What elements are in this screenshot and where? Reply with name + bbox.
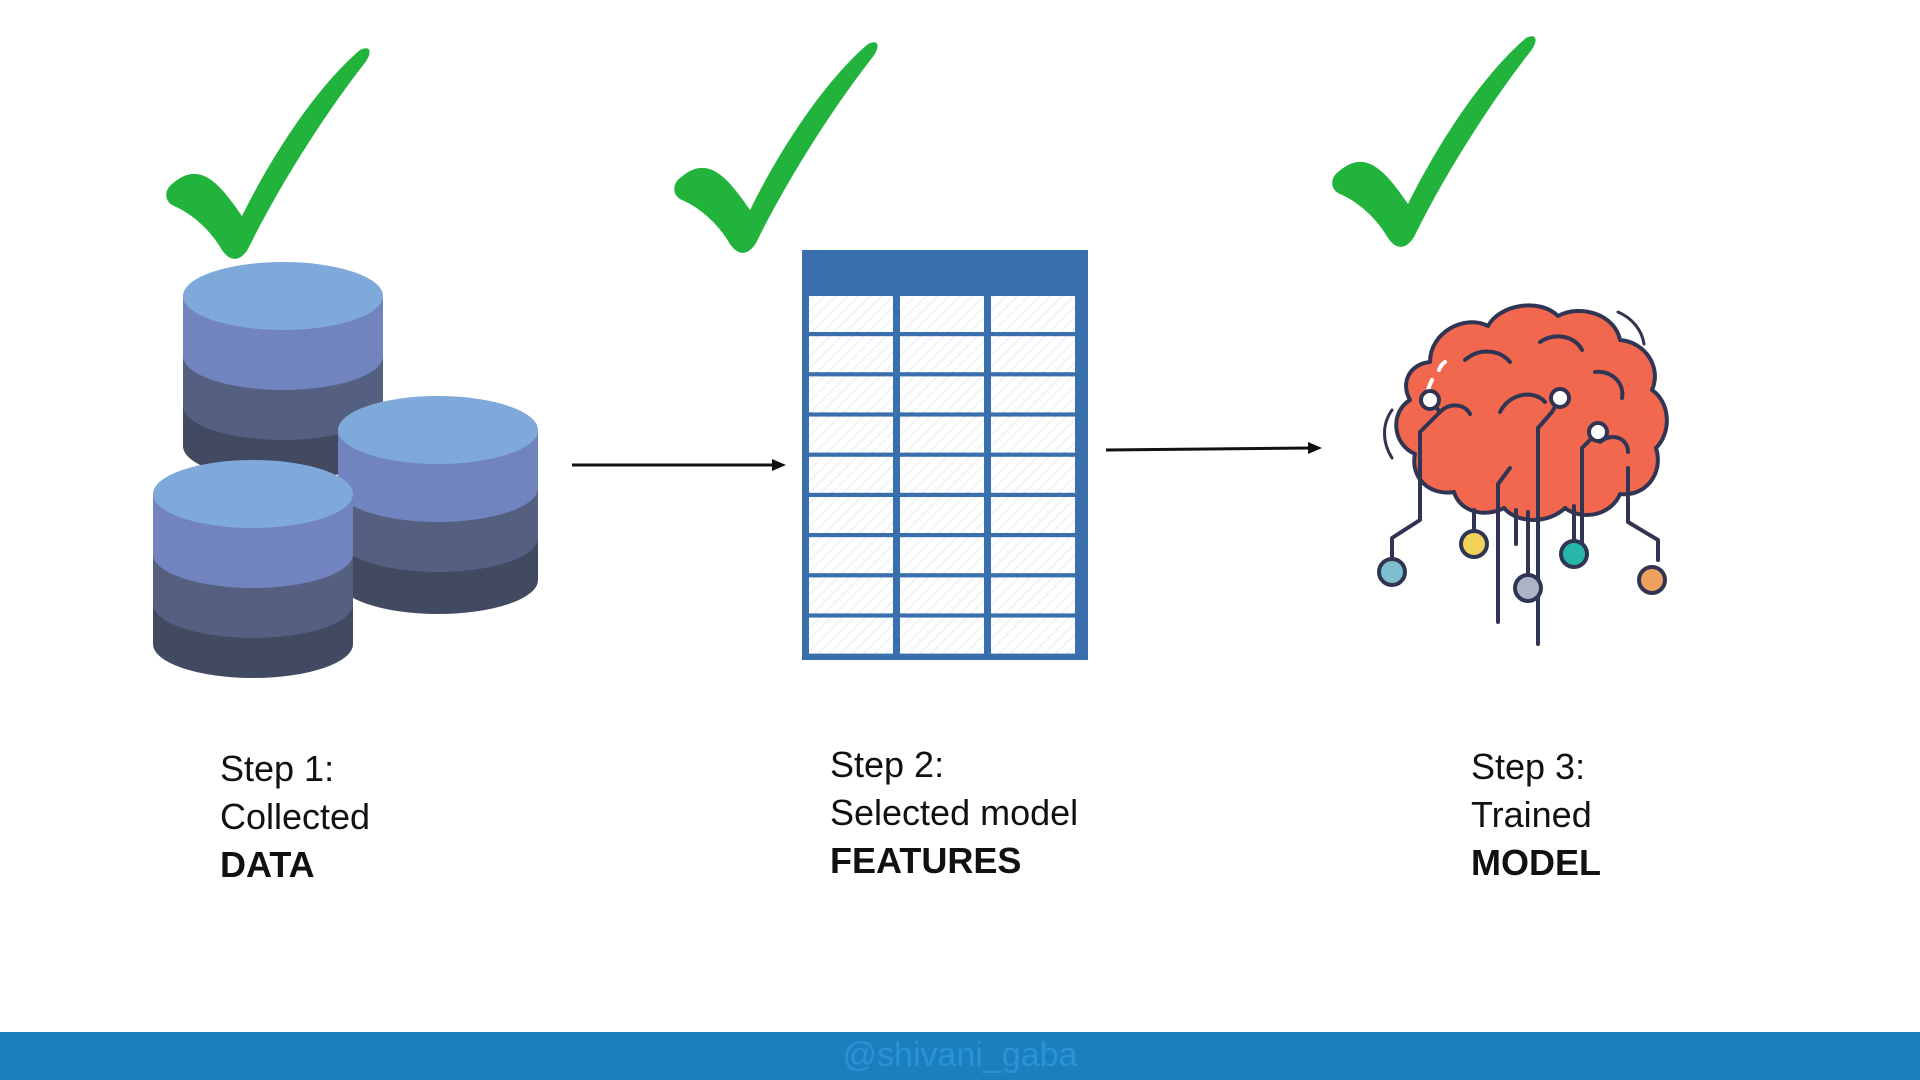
- table-cell: [809, 456, 893, 493]
- table-cell: [991, 456, 1075, 493]
- arrow-icon-1: [570, 455, 786, 475]
- step1-title: DATA: [220, 844, 315, 885]
- step3-caption: Step 3: Trained MODEL: [1471, 743, 1601, 887]
- check-icon-step1: [160, 44, 370, 264]
- step2-number: Step 2:: [830, 744, 945, 785]
- table-cell: [900, 296, 984, 332]
- table-cell: [809, 497, 893, 533]
- arrow-icon-2: [1104, 437, 1322, 459]
- table-cell: [991, 416, 1075, 453]
- table-cell: [900, 577, 984, 614]
- step2-description: Selected model: [830, 792, 1079, 833]
- table-cell: [991, 537, 1075, 574]
- table-cell: [991, 497, 1075, 533]
- check-icon-step2: [668, 38, 878, 258]
- check-icon-step3: [1326, 32, 1536, 252]
- table-cell: [991, 336, 1075, 373]
- table-cell: [900, 336, 984, 373]
- table-cell: [809, 336, 893, 373]
- table-cell: [900, 376, 984, 413]
- step3-description: Trained: [1471, 794, 1592, 835]
- table-cell: [809, 296, 893, 332]
- database-icon: [150, 262, 550, 692]
- table-cell: [991, 296, 1075, 332]
- step1-number: Step 1:: [220, 748, 335, 789]
- step2-title: FEATURES: [830, 840, 1022, 881]
- table-cell: [900, 537, 984, 574]
- table-cell: [900, 497, 984, 533]
- table-cell: [809, 376, 893, 413]
- table-cell: [809, 617, 893, 654]
- step3-title: MODEL: [1471, 842, 1601, 883]
- table-cell: [809, 577, 893, 614]
- footer-bar: @shivani_gaba: [0, 1032, 1920, 1080]
- step1-caption: Step 1: Collected DATA: [220, 745, 370, 889]
- brain-icon: [1370, 292, 1680, 646]
- table-cell: [991, 376, 1075, 413]
- author-handle: @shivani_gaba: [842, 1036, 1078, 1074]
- table-cell: [809, 537, 893, 574]
- step2-caption: Step 2: Selected model FEATURES: [830, 741, 1078, 885]
- table-cell: [991, 577, 1075, 614]
- table-cell: [900, 416, 984, 453]
- table-cell: [809, 416, 893, 453]
- table-cell: [991, 617, 1075, 654]
- step1-description: Collected: [220, 796, 371, 837]
- step3-number: Step 3:: [1471, 746, 1586, 787]
- table-cell: [900, 617, 984, 654]
- table-icon: [802, 250, 1088, 660]
- table-cell: [900, 456, 984, 493]
